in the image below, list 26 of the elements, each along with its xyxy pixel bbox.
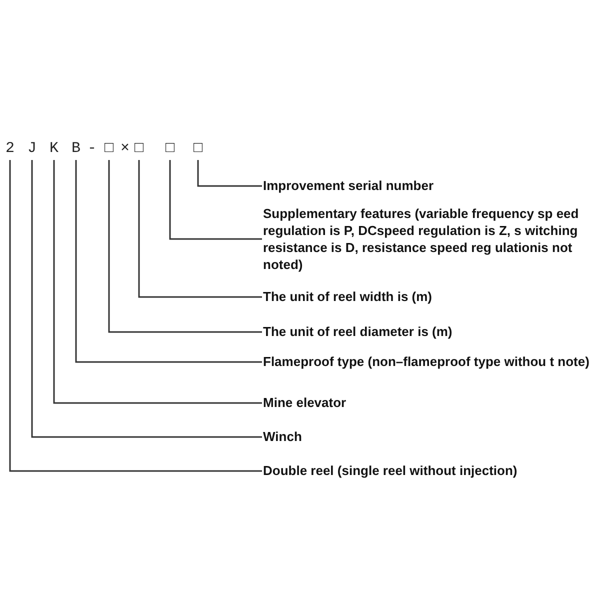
leader-line: [197, 160, 262, 187]
leader-line: [169, 160, 262, 240]
code-character: J: [28, 140, 36, 158]
description-text: The unit of reel diameter is (m): [263, 323, 598, 340]
code-character: □: [166, 140, 174, 158]
code-character: -: [88, 140, 96, 158]
description-text: Mine elevator: [263, 394, 598, 411]
description-text: Flameproof type (non–flameproof type withou t note): [263, 353, 598, 370]
description-text: Supplementary features (variable frequency sp eed regulation is P, DCspeed regulation is Z, s witching resistance is D, resistance speed reg ulationis not noted): [263, 205, 598, 273]
code-character: □: [194, 140, 202, 158]
code-character: K: [50, 140, 58, 158]
code-character: □: [104, 140, 114, 158]
leader-line: [75, 160, 262, 363]
leader-line: [9, 160, 262, 472]
description-text: Double reel (single reel without injection): [263, 462, 598, 479]
code-character: ×: [120, 140, 130, 158]
leader-line: [138, 160, 262, 298]
description-text: The unit of reel width is (m): [263, 288, 598, 305]
code-character: □: [134, 140, 144, 158]
description-text: Improvement serial number: [263, 177, 598, 194]
code-character: B: [72, 140, 80, 158]
leader-line: [53, 160, 262, 404]
description-text: Winch: [263, 428, 598, 445]
leader-line: [31, 160, 262, 438]
code-character: 2: [6, 140, 14, 158]
leader-line: [108, 160, 262, 333]
